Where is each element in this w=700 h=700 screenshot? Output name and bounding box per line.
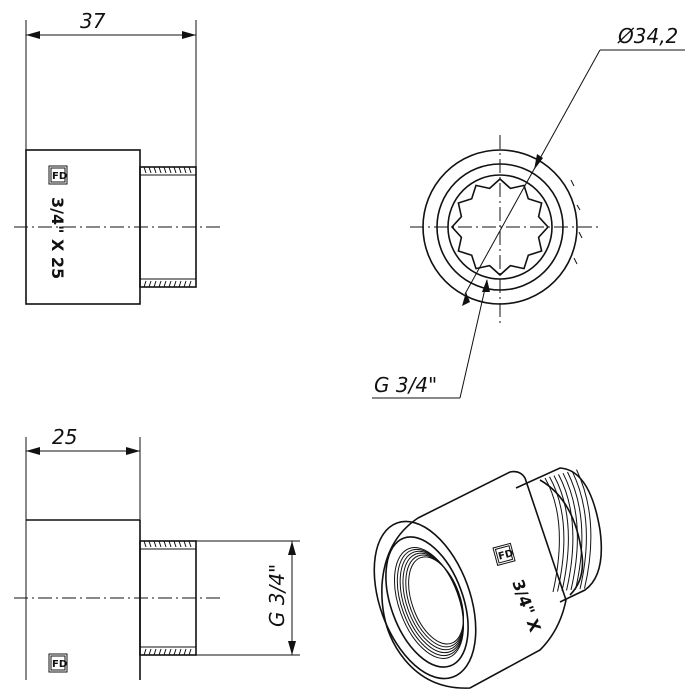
thread-ridge: [183, 540, 187, 548]
thread-ridge: [178, 166, 182, 174]
logo-text: FD: [52, 171, 67, 182]
thread-ridge: [143, 280, 147, 288]
thread-ridge: [158, 166, 162, 174]
thread-ridge: [173, 648, 177, 656]
thread-ridge: [168, 648, 172, 656]
thread-ridge: [168, 540, 172, 548]
thread-ridge: [148, 166, 152, 174]
front-view: Ø34,2 G 3/4": [372, 24, 685, 399]
thread-ridge: [163, 648, 167, 656]
thread-ridge: [571, 470, 587, 590]
thread-ridge: [153, 280, 157, 288]
thread-ridge: [163, 280, 167, 288]
knurl-marks: [570, 179, 583, 265]
external-thread-iso: [544, 469, 592, 593]
logo-badge-bottom: FD: [48, 653, 68, 673]
thread-label: G 3/4": [374, 373, 437, 397]
logo-badge-iso: FD: [492, 542, 516, 566]
svg-text:FD: FD: [52, 659, 67, 670]
thread-ridge: [188, 166, 192, 174]
thread-ridge: [158, 540, 162, 548]
marking-text: 3/4" X 25: [48, 197, 67, 279]
dimension-25-label: 25: [52, 425, 77, 449]
isometric-view: FD 3/4" X: [373, 467, 603, 689]
thread-ridge: [553, 475, 569, 592]
thread-ridge: [183, 648, 187, 656]
internal-thread-rings: [394, 547, 464, 659]
thread-ridge: [163, 166, 167, 174]
side-view-bottom: 25 G 3/4" FD: [14, 425, 300, 680]
thread-ridge: [178, 648, 182, 656]
side-view-top: 37 FD 3/4" X 25: [14, 9, 222, 305]
thread-ridge: [153, 648, 157, 656]
thread-ridge: [173, 280, 177, 288]
thread-ridge: [188, 540, 192, 548]
internal-hex-profile: [450, 177, 550, 277]
thread-ridge: [153, 166, 157, 174]
external-thread-top: [140, 166, 196, 288]
thread-ridge: [148, 540, 152, 548]
thread-ridge: [183, 166, 187, 174]
thread-ridge: [567, 471, 583, 590]
external-thread-bottom: [140, 540, 196, 656]
svg-text:FD: FD: [497, 548, 514, 563]
thread-ridge: [148, 280, 152, 288]
thread-ridge: [183, 280, 187, 288]
logo-badge-top: FD: [48, 165, 68, 185]
thread-ridge: [188, 280, 192, 288]
thread-ridge: [178, 280, 182, 288]
thread-ridge: [148, 648, 152, 656]
thread-ridge: [168, 166, 172, 174]
thread-ridge: [178, 540, 182, 548]
thread-ridge: [562, 472, 578, 591]
thread-ridge: [143, 540, 147, 548]
thread-ridge: [173, 166, 177, 174]
dimension-37-label: 37: [80, 9, 106, 33]
thread-ridge: [558, 474, 574, 591]
thread-ridge: [163, 540, 167, 548]
thread-ridge: [158, 648, 162, 656]
thread-ridge: [158, 280, 162, 288]
thread-ridge: [576, 469, 592, 589]
thread-ring: [408, 556, 464, 645]
thread-ridge: [143, 166, 147, 174]
diameter-label: Ø34,2: [617, 24, 678, 48]
thread-ridge: [143, 648, 147, 656]
side-thread-label: G 3/4": [265, 564, 289, 627]
thread-ridge: [549, 476, 565, 592]
thread-ridge: [168, 280, 172, 288]
thread-ridge: [153, 540, 157, 548]
thread-ridge: [188, 648, 192, 656]
iso-marking-text: 3/4" X: [508, 577, 545, 635]
thread-ridge: [173, 540, 177, 548]
